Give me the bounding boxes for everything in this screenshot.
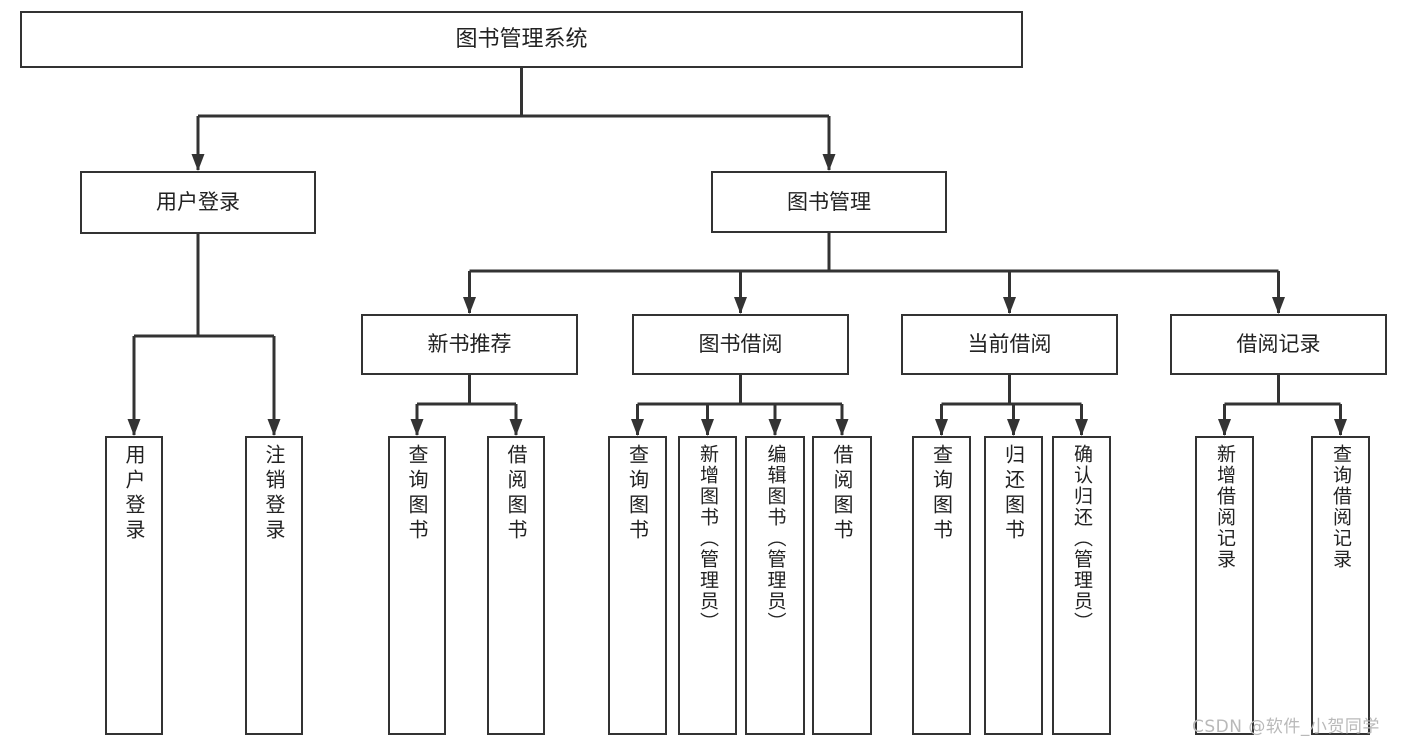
node-leaf-query-book-recommend[interactable]: 查询图书 <box>388 436 446 735</box>
node-label: 查询借阅记录 <box>1330 444 1352 570</box>
node-book-management[interactable]: 图书管理 <box>711 171 947 233</box>
node-label: 编辑图书（管理员） <box>764 444 787 633</box>
node-book-borrow[interactable]: 图书借阅 <box>632 314 849 375</box>
node-leaf-borrow-book[interactable]: 借阅图书 <box>812 436 872 735</box>
watermark-text: CSDN @软件_小贺同学 <box>1192 717 1380 737</box>
node-label: 注销登录 <box>262 444 286 544</box>
node-label: 归还图书 <box>1001 444 1026 544</box>
node-label: 新书推荐 <box>427 332 512 357</box>
node-leaf-borrow-book-recommend[interactable]: 借阅图书 <box>487 436 545 735</box>
node-label: 确认归还（管理员） <box>1071 444 1093 633</box>
node-label: 借阅图书 <box>504 444 528 544</box>
node-label: 查询图书 <box>929 444 954 544</box>
node-leaf-add-borrow-record[interactable]: 新增借阅记录 <box>1195 436 1254 735</box>
node-label: 当前借阅 <box>967 332 1052 357</box>
node-leaf-query-book-borrow[interactable]: 查询图书 <box>608 436 667 735</box>
node-current-borrow[interactable]: 当前借阅 <box>901 314 1118 375</box>
node-label: 用户登录 <box>122 444 146 544</box>
node-leaf-return-book[interactable]: 归还图书 <box>984 436 1043 735</box>
node-leaf-user-login[interactable]: 用户登录 <box>105 436 163 735</box>
node-label: 借阅图书 <box>830 444 854 544</box>
node-label: 借阅记录 <box>1236 332 1321 357</box>
node-label: 用户登录 <box>156 190 240 215</box>
node-user-login[interactable]: 用户登录 <box>80 171 316 234</box>
node-label: 图书管理系统 <box>455 26 588 52</box>
node-leaf-edit-book-admin[interactable]: 编辑图书（管理员） <box>745 436 805 735</box>
node-label: 新增图书（管理员） <box>697 444 719 633</box>
node-leaf-query-borrow-record[interactable]: 查询借阅记录 <box>1311 436 1370 735</box>
node-leaf-user-logout[interactable]: 注销登录 <box>245 436 303 735</box>
node-root[interactable]: 图书管理系统 <box>20 11 1023 68</box>
node-leaf-query-book-current[interactable]: 查询图书 <box>912 436 971 735</box>
node-leaf-confirm-return-admin[interactable]: 确认归还（管理员） <box>1052 436 1111 735</box>
node-label: 查询图书 <box>405 444 429 544</box>
node-leaf-add-book-admin[interactable]: 新增图书（管理员） <box>678 436 737 735</box>
node-label: 查询图书 <box>625 444 650 544</box>
node-borrow-record[interactable]: 借阅记录 <box>1170 314 1387 375</box>
node-label: 图书管理 <box>787 189 871 214</box>
node-label: 新增借阅记录 <box>1214 444 1236 570</box>
node-new-book-recommend[interactable]: 新书推荐 <box>361 314 578 375</box>
node-label: 图书借阅 <box>698 332 783 357</box>
